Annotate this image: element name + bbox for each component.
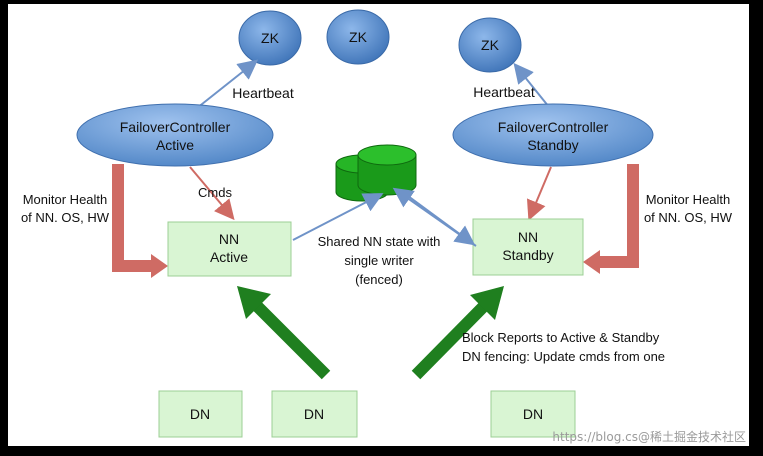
block-reports-line2: DN fencing: Update cmds from one <box>462 349 665 364</box>
failover-active-line1: FailoverController <box>120 119 231 135</box>
block-report-arrow-active <box>237 286 331 380</box>
failover-active-line2: Active <box>156 137 194 153</box>
nn-active-line1: NN <box>219 231 239 247</box>
monitor-health-arrow-left <box>112 164 153 272</box>
zk-node-2: ZK <box>326 9 390 65</box>
dn-label-2: DN <box>304 406 324 422</box>
dn-box-2: DN <box>271 390 358 438</box>
monitor-left-line2: of NN. OS, HW <box>21 210 110 225</box>
monitor-right-line2: of NN. OS, HW <box>644 210 733 225</box>
nn-standby-box: NN Standby <box>472 218 584 276</box>
block-reports-line1: Block Reports to Active & Standby <box>462 330 660 345</box>
nn-active-box: NN Active <box>167 221 292 277</box>
monitor-health-arrowhead-right <box>583 250 600 274</box>
watermark-text: https://blog.cs@稀土掘金技术社区 <box>552 429 746 444</box>
monitor-left-line1: Monitor Health <box>23 192 108 207</box>
zk-node-3: ZK <box>458 17 522 73</box>
shared-state-arrow-active <box>292 193 384 241</box>
shared-state-line3: (fenced) <box>355 272 403 287</box>
dn-box-3: DN <box>490 390 576 438</box>
dn-box-1: DN <box>158 390 243 438</box>
heartbeat-arrow-left <box>191 59 259 113</box>
shared-storage-icon <box>335 144 417 202</box>
shared-state-arrow-standby-back <box>392 187 477 247</box>
heartbeat-label-right: Heartbeat <box>473 84 535 100</box>
failover-controller-active: FailoverController Active <box>76 103 274 167</box>
monitor-right-line1: Monitor Health <box>646 192 731 207</box>
cmds-arrow-left <box>189 166 235 221</box>
nn-active-line2: Active <box>210 249 248 265</box>
monitor-health-arrow-right <box>598 164 639 268</box>
cmds-label: Cmds <box>198 185 232 200</box>
failover-standby-line2: Standby <box>527 137 578 153</box>
failover-standby-line1: FailoverController <box>498 119 609 135</box>
zk-label-1: ZK <box>261 30 280 46</box>
shared-state-line2: single writer <box>344 253 414 268</box>
monitor-health-arrowhead-left <box>151 254 168 278</box>
diagram-canvas: ZK ZK ZK Heartbeat Heartbeat FailoverCon… <box>8 4 749 446</box>
shared-state-line1: Shared NN state with <box>318 234 441 249</box>
heartbeat-label-left: Heartbeat <box>232 85 294 101</box>
failover-controller-standby: FailoverController Standby <box>452 103 654 167</box>
zk-node-1: ZK <box>238 10 302 66</box>
dn-label-1: DN <box>190 406 210 422</box>
nn-standby-line1: NN <box>518 229 538 245</box>
dn-label-3: DN <box>523 406 543 422</box>
zk-label-3: ZK <box>481 37 500 53</box>
cmds-arrow-right <box>526 166 552 221</box>
nn-standby-line2: Standby <box>502 247 553 263</box>
ha-namenode-diagram: ZK ZK ZK Heartbeat Heartbeat FailoverCon… <box>21 9 746 444</box>
zk-label-2: ZK <box>349 29 368 45</box>
block-report-arrow-standby <box>411 286 504 380</box>
